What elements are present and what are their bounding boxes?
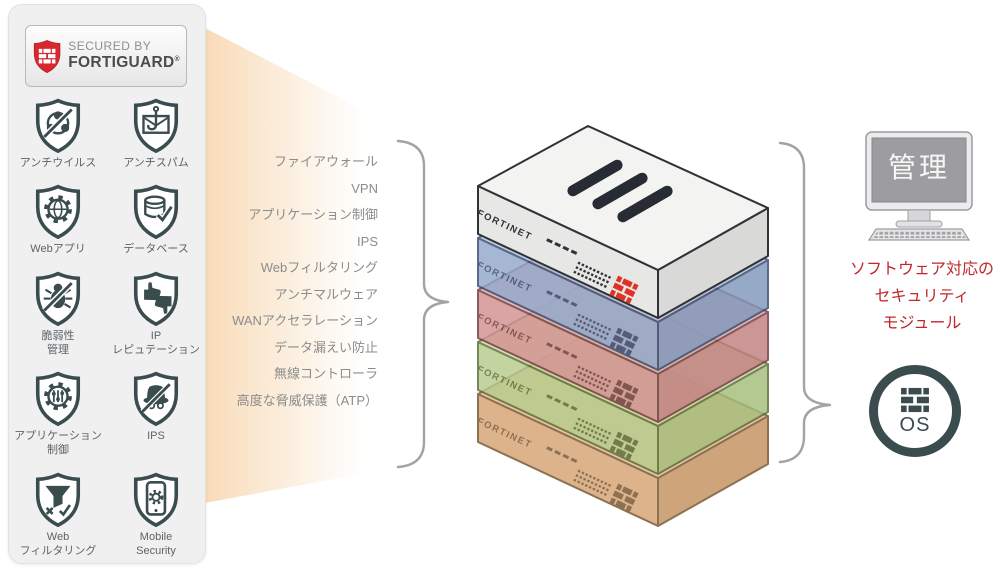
feature-item: VPN xyxy=(351,180,378,196)
feature-item: Webフィルタリング xyxy=(260,260,378,275)
service-label: Webアプリ xyxy=(30,243,86,256)
service-vulnerability: 脆弱性 管理 xyxy=(10,270,106,358)
feature-item: IPS xyxy=(357,233,378,249)
left-brace xyxy=(396,139,450,469)
security-services-grid: アンチウイルス アンチスパム xyxy=(9,97,205,558)
os-label: OS xyxy=(899,414,931,436)
feature-item: ファイアウォール xyxy=(273,154,378,169)
software-module-note: ソフトウェア対応の セキュリティ モジュール xyxy=(849,261,994,332)
service-label: IP レピュテーション xyxy=(112,329,200,356)
feature-item: アンチマルウェア xyxy=(274,286,378,302)
service-mobile-security: Mobile Security xyxy=(108,471,204,559)
feature-item: アプリケーション制御 xyxy=(248,207,378,222)
antispam-icon xyxy=(133,98,179,153)
database-icon xyxy=(133,184,179,240)
service-webapp: Webアプリ xyxy=(10,183,106,256)
fortios-badge: OS xyxy=(869,365,961,457)
service-web-filtering: Web フィルタリング xyxy=(10,471,106,559)
application-control-icon xyxy=(35,371,81,427)
top-vent-slots xyxy=(567,159,673,223)
fortiguard-brand-text: FORTIGUARD® xyxy=(68,53,180,71)
web-filtering-icon xyxy=(35,472,81,527)
service-label: Mobile Security xyxy=(136,530,176,558)
ips-icon xyxy=(133,371,179,427)
service-application-control: アプリケーション 制御 xyxy=(10,370,106,458)
service-antispam: アンチスパム xyxy=(108,97,204,170)
fortiguard-panel: SECURED BY FORTIGUARD® アンチウイルス xyxy=(8,4,206,564)
service-label: アンチウイルス xyxy=(19,157,97,169)
service-ip-reputation: IP レピュテーション xyxy=(108,270,204,358)
service-label: アプリケーション 制御 xyxy=(14,430,102,457)
mobile-security-icon xyxy=(133,472,179,527)
webapp-icon xyxy=(35,184,81,240)
service-label: IPS xyxy=(147,430,165,443)
light-beam xyxy=(205,28,367,503)
feature-item: データ漏えい防止 xyxy=(273,339,378,355)
secured-by-text: SECURED BY xyxy=(68,39,152,54)
right-brace xyxy=(778,141,832,464)
service-ips: IPS xyxy=(108,370,204,458)
fortiguard-shield-icon xyxy=(33,40,61,74)
fortinet-grid-logo-icon xyxy=(901,387,929,413)
ip-reputation-icon xyxy=(133,271,179,326)
service-label: 脆弱性 管理 xyxy=(41,329,75,356)
vulnerability-icon xyxy=(35,271,81,326)
appliance-stack: FORTINET xyxy=(470,126,768,526)
service-label: データベース xyxy=(123,243,189,256)
secured-by-fortiguard-badge: SECURED BY FORTIGUARD® xyxy=(25,25,187,87)
service-label: アンチスパム xyxy=(123,157,189,169)
feature-item: 高度な脅威保護（ATP） xyxy=(236,392,378,408)
antivirus-icon xyxy=(35,98,81,153)
feature-item: WANアクセラレーション xyxy=(232,313,378,328)
feature-item: 無線コントローラ xyxy=(273,366,378,381)
fortigate-feature-list: ファイアウォール VPN アプリケーション制御 IPS Webフィルタリング ア… xyxy=(218,149,378,414)
service-database: データベース xyxy=(108,183,204,256)
service-antivirus: アンチウイルス xyxy=(10,97,106,170)
service-label: Web フィルタリング xyxy=(19,530,97,558)
management-monitor xyxy=(865,131,973,241)
management-screen-label: 管理 xyxy=(887,152,950,183)
